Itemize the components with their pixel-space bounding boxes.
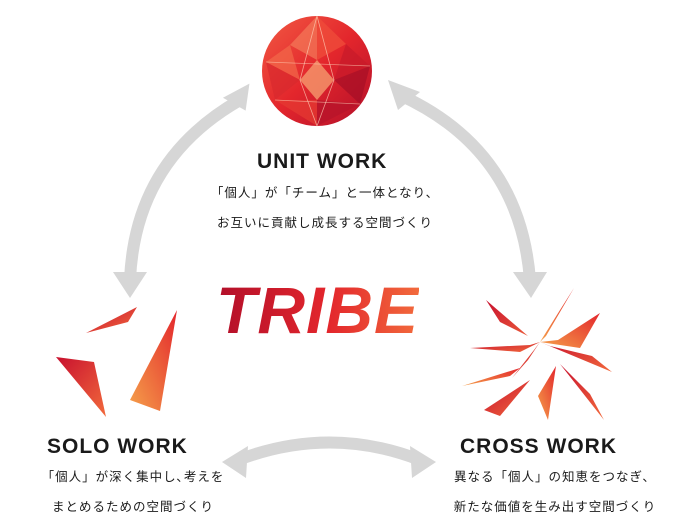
cross-work-description: 異なる「個人」の知恵をつなぎ、 新たな価値を生み出す空間づくり <box>424 462 686 522</box>
cross-work-title: CROSS WORK <box>460 435 617 458</box>
double-arrow-icon <box>113 83 250 298</box>
starburst-shards-icon <box>462 288 612 420</box>
solo-work-line-2: まとめるための空間づくり <box>51 499 214 514</box>
triangle-shards-icon <box>56 307 177 417</box>
solo-work-description: 「個人」が深く集中し､考えを まとめるための空間づくり <box>18 462 248 522</box>
solo-work-title: SOLO WORK <box>47 435 188 458</box>
unit-work-line-2: お互いに貢献し成長する空間づくり <box>216 215 433 230</box>
unit-work-line-1: 「個人」が「チーム」と一体となり、 <box>210 185 440 200</box>
cross-work-line-2: 新たな価値を生み出す空間づくり <box>453 499 657 514</box>
faceted-sphere-icon <box>262 15 372 128</box>
double-arrow-icon <box>222 436 436 478</box>
cross-work-line-1: 異なる「個人」の知恵をつなぎ、 <box>454 469 656 484</box>
solo-work-line-1: 「個人」が深く集中し､考えを <box>41 469 225 484</box>
unit-work-title: UNIT WORK <box>257 150 388 173</box>
double-arrow-icon <box>388 80 547 298</box>
center-title: TRIBE <box>216 273 419 347</box>
unit-work-description: 「個人」が「チーム」と一体となり、 お互いに貢献し成長する空間づくり <box>200 178 450 238</box>
